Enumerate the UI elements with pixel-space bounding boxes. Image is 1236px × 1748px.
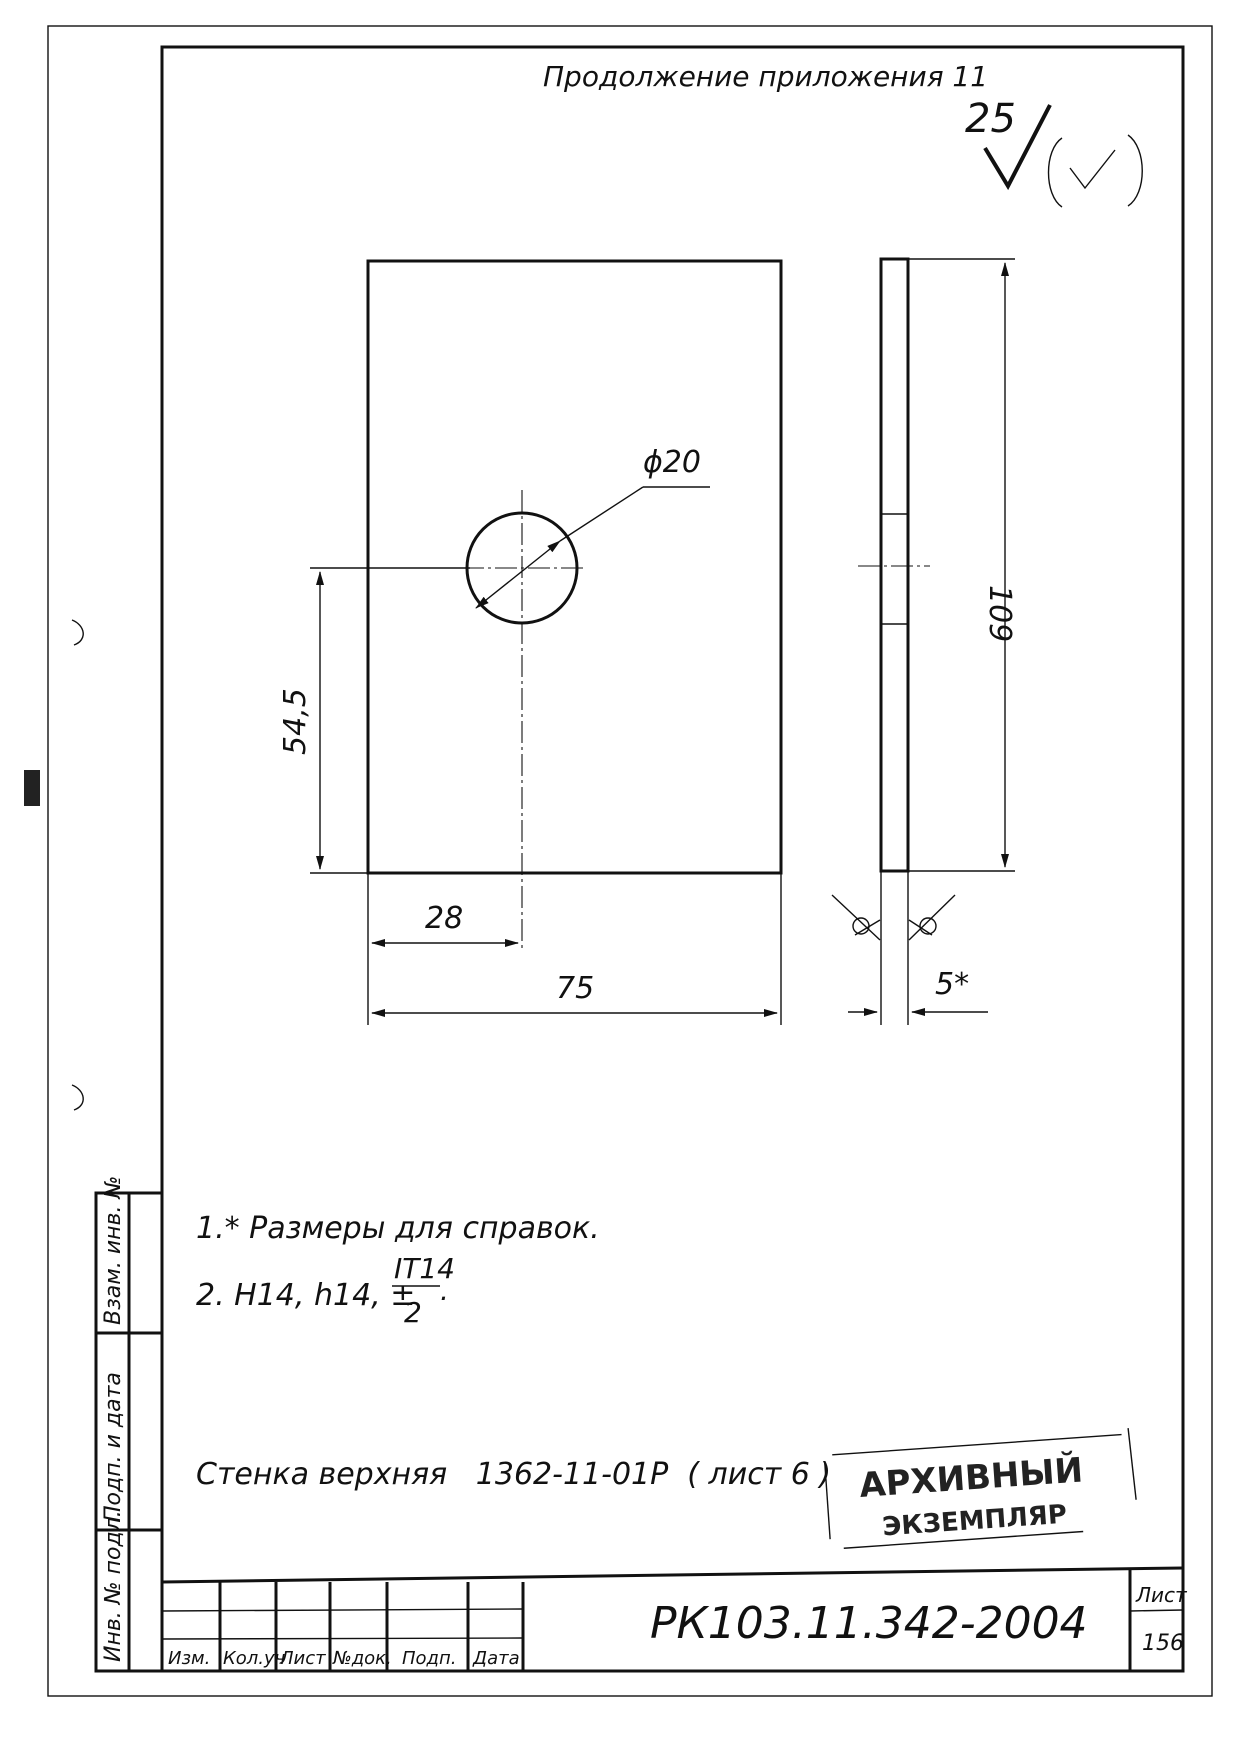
side-col-1: Инв. № подл. xyxy=(101,1510,126,1662)
punch-mark xyxy=(71,1084,84,1111)
side-outline xyxy=(879,257,910,873)
sheet-label: Лист xyxy=(1135,1583,1188,1607)
tb-header-izm: Изм. xyxy=(168,1648,210,1669)
roughness-value: 25 xyxy=(965,96,1016,142)
dim-diameter: ϕ20 xyxy=(643,445,701,480)
stamp-line-1: АРХИВНЫЙ xyxy=(858,1449,1084,1506)
front-view: ϕ20 54,5 28 75 xyxy=(278,259,783,1025)
drawing-frame xyxy=(160,45,1185,1673)
side-view: 109 5* xyxy=(831,257,1017,1025)
stamp-line-2: ЭКЗЕМПЛЯР xyxy=(881,1500,1068,1543)
note-2-denominator: 2 xyxy=(404,1296,422,1329)
dim-height: 109 xyxy=(982,585,1017,642)
continuation-title: Продолжение приложения 11 xyxy=(543,60,988,93)
archive-stamp: АРХИВНЫЙ ЭКЗЕМПЛЯР xyxy=(823,1428,1137,1549)
sheet-number: 156 xyxy=(1142,1631,1184,1656)
dim-hole-offset-v: 54,5 xyxy=(278,688,313,755)
tb-header-data: Дата xyxy=(472,1648,520,1669)
note-2-suffix: . xyxy=(440,1274,449,1307)
outer-frame xyxy=(47,25,1213,1697)
note-2-prefix: 2. H14, h14, ± xyxy=(196,1278,415,1313)
tb-header-list: Лист xyxy=(279,1648,326,1669)
title-block: Изм. Кол.уч Лист №док. Подп. Дата РК103.… xyxy=(161,1566,1188,1671)
plate-outline xyxy=(366,259,783,875)
tb-header-koluch: Кол.уч xyxy=(223,1648,285,1669)
roughness-symbol: 25 xyxy=(965,96,1143,208)
side-col-3: Взам. инв. № xyxy=(101,1176,126,1325)
dim-thickness: 5* xyxy=(935,967,969,1002)
document-number: РК103.11.342-2004 xyxy=(650,1598,1088,1649)
binding-mark xyxy=(24,770,40,806)
tb-header-podp: Подп. xyxy=(402,1648,456,1669)
side-columns: Инв. № подл. Подп. и дата Взам. инв. № xyxy=(94,1176,164,1673)
note-2-numerator: IT14 xyxy=(394,1252,455,1285)
part-name: Стенка верхняя 1362-11-01Р ( лист 6 ) xyxy=(196,1457,831,1492)
tb-header-ndok: №док. xyxy=(332,1648,392,1669)
dim-hole-offset-h: 28 xyxy=(425,901,463,936)
dim-width: 75 xyxy=(556,971,594,1006)
punch-mark xyxy=(71,619,84,646)
side-col-2: Подп. и дата xyxy=(101,1372,126,1522)
note-1: 1.* Размеры для справок. xyxy=(196,1211,600,1246)
technical-notes: 1.* Размеры для справок. 2. H14, h14, ± … xyxy=(196,1211,600,1329)
